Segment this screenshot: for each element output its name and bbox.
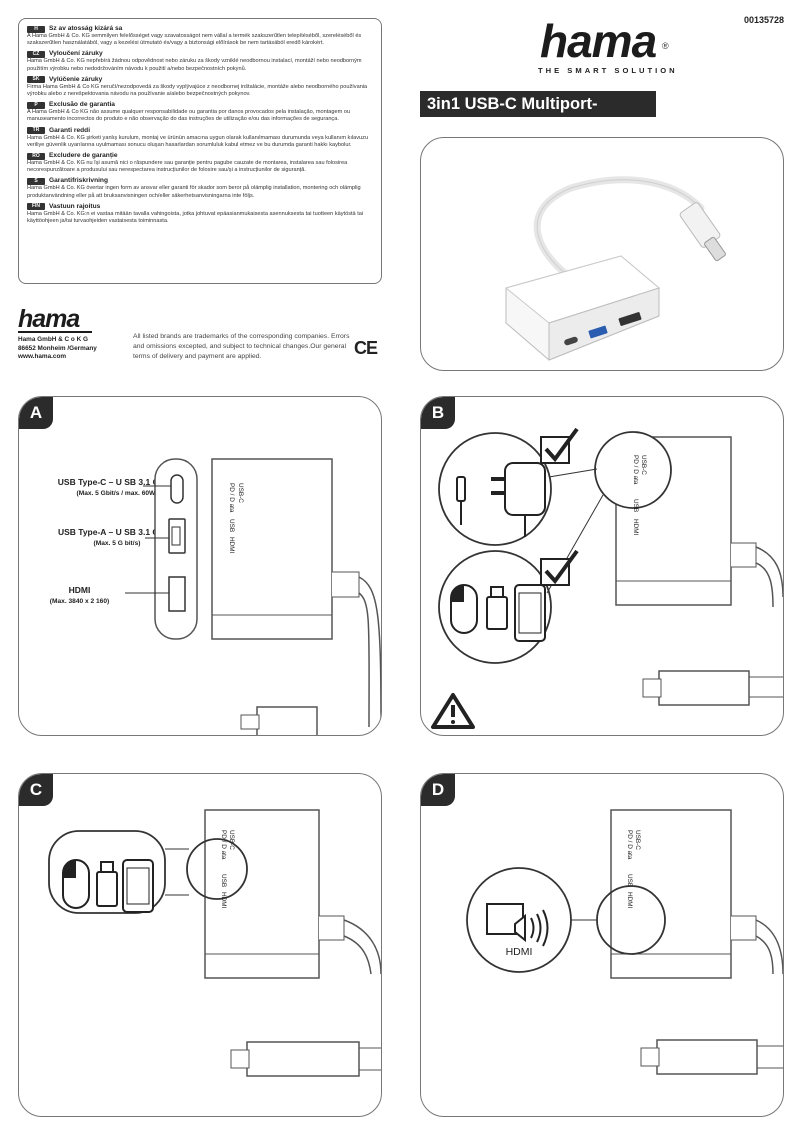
language-badge: FIN xyxy=(27,203,45,211)
disclaimer-heading: RO Excludere de garanție xyxy=(27,152,373,160)
article-number: 00135728 xyxy=(743,15,784,25)
disclaimer-heading: TR Garanti reddi xyxy=(27,127,373,135)
hama-logo-small: hama xyxy=(18,305,80,333)
device-label-usb-c: USB xyxy=(220,874,227,888)
panel-b-tag: B xyxy=(421,397,455,429)
disclaimer-title: Vyloučení záruky xyxy=(49,50,103,58)
company-address: Hama GmbH & C o K G 86652 Monheim /Germa… xyxy=(18,336,97,362)
disclaimer-title: Garantifriskrivning xyxy=(49,177,108,185)
panel-c-tag: C xyxy=(19,774,53,806)
device-label-pd-a: PD / D ata xyxy=(228,483,235,513)
panel-d-diagram xyxy=(466,809,783,1075)
port-usbc-label: USB Type-C – U SB 3.1 Gen 1 (Max. 5 Gbit… xyxy=(27,477,207,499)
panel-a-tag: A xyxy=(19,397,53,429)
device-label-pd-d: PD / D ata xyxy=(626,830,633,860)
language-badge: TR xyxy=(27,127,45,135)
disclaimer-title: Excludere de garanție xyxy=(49,152,118,160)
disclaimer-title: Vylúčenie záruky xyxy=(49,75,103,83)
panel-d-tag: D xyxy=(421,774,455,806)
product-title: 3in1 USB-C Multiport-Adapter xyxy=(420,91,656,139)
panel-c: C USB-C PD / D ata USB HDMI xyxy=(18,773,382,1117)
panel-b: B xyxy=(420,396,784,736)
disclaimer-text: Hama GmbH & Co. KG nepřebírá žádnou odpo… xyxy=(27,58,362,72)
device-label-hdmi-a: HDMI xyxy=(228,537,235,554)
port-hdmi-label: HDMI (Max. 3840 x 2 160) xyxy=(27,585,132,607)
product-photo-panel xyxy=(420,137,784,371)
disclaimer-text: Firma Hama GmbH & Co KG neručí/nezodpove… xyxy=(27,83,368,98)
language-badge: SK xyxy=(27,76,45,84)
disclaimer-text: Hama GmbH & Co. KG şirketi yanlış kurulu… xyxy=(27,134,369,148)
port-usba-label: USB Type-A – U SB 3.1 Gen 1 (Max. 5 G bi… xyxy=(27,527,207,549)
device-label-usbc-d: USB-C xyxy=(634,830,641,850)
device-label-pd-b: PD / D ata xyxy=(632,455,639,485)
language-badge: RO xyxy=(27,152,45,160)
hama-logo: hama xyxy=(540,15,657,67)
disclaimer-title: Sz av atosság kizárá sa xyxy=(49,25,123,32)
disclaimer-heading: H Sz av atosság kizárá sa xyxy=(27,25,373,33)
panel-c-diagram xyxy=(48,809,381,1077)
disclaimer-heading: SK Vylúčenie záruky xyxy=(27,76,373,84)
ce-mark: CE xyxy=(354,338,378,358)
legal-notice: All listed brands are trademarks of the … xyxy=(133,333,350,360)
device-label-usb-a: USB xyxy=(228,519,235,533)
disclaimer-heading: S Garantifriskrivning xyxy=(27,177,373,185)
disclaimer-heading: CZ Vyloučení záruky xyxy=(27,50,373,58)
logo-underline xyxy=(18,331,92,333)
language-badge: S xyxy=(27,177,45,185)
company-url: www.hama.com xyxy=(18,353,67,361)
panel-d: D HDMI USB-C PD / D ata USB HDMI xyxy=(420,773,784,1117)
device-label-usbc-a: USB-C xyxy=(237,483,244,503)
device-label-hdmi-b: HDMI xyxy=(632,519,639,536)
language-badge: CZ xyxy=(27,50,45,58)
device-label-hdmi-c: HDMI xyxy=(220,892,227,909)
disclaimer-text: A Hama GmbH & Co. KG semmilyen felelőssé… xyxy=(27,33,362,47)
registered-mark: ® xyxy=(662,41,669,51)
port-usba-spec: (Max. 5 G bit/s) xyxy=(93,540,141,547)
disclaimer-heading: P Exclusão de garantia xyxy=(27,101,373,109)
port-hdmi-spec: (Max. 3840 x 2 160) xyxy=(49,598,110,605)
disclaimer-heading: FIN Vastuun rajoitus xyxy=(27,203,373,211)
language-badge: P xyxy=(27,101,45,109)
disclaimer-text: Hama GmbH & Co. KG övertar ingen form av… xyxy=(27,185,361,199)
disclaimer-text: Hama GmbH & Co. KG nu își asumă nici o r… xyxy=(27,160,348,174)
device-label-usbc-b: USB-C xyxy=(640,455,647,475)
device-label-hdmi-d: HDMI xyxy=(626,892,633,909)
brand-tagline: THE SMART SOLUTION xyxy=(538,66,678,75)
company-city: 86652 Monheim /Germany xyxy=(18,344,97,352)
port-usba-title: USB Type-A – U SB 3.1 Gen 1 xyxy=(57,527,177,537)
company-name: Hama GmbH & C o K G xyxy=(18,336,88,343)
panel-a: A USB Type-C – U SB 3.1 Gen 1 (Max. 5 Gb… xyxy=(18,396,382,736)
hdmi-caption: HDMI xyxy=(505,946,533,958)
device-label-usbc-c: USB-C xyxy=(228,830,235,850)
disclaimer-title: Vastuun rajoitus xyxy=(49,202,101,210)
panel-b-diagram xyxy=(431,427,783,729)
disclaimer-title: Exclusão de garantia xyxy=(49,101,115,109)
device-label-usb-d: USB xyxy=(626,874,633,888)
language-badge: H xyxy=(27,25,45,33)
disclaimer-title: Garanti reddi xyxy=(49,126,91,134)
device-label-pd-c: PD / D ata xyxy=(220,830,227,860)
panel-a-diagram xyxy=(125,458,381,735)
disclaimer-text: Hama GmbH & Co. KG:n ei vastaa mitään ta… xyxy=(27,210,364,225)
port-usbc-spec: (Max. 5 Gbit/s / max. 60W) xyxy=(76,490,158,497)
port-hdmi-title: HDMI xyxy=(68,585,91,595)
port-usbc-title: USB Type-C – U SB 3.1 Gen 1 xyxy=(57,477,177,487)
adapter-product-image xyxy=(504,176,726,361)
disclaimer-text: A Hama GmbH & Co KG não assume qualquer … xyxy=(27,109,351,123)
device-label-usb-b: USB xyxy=(632,499,639,513)
